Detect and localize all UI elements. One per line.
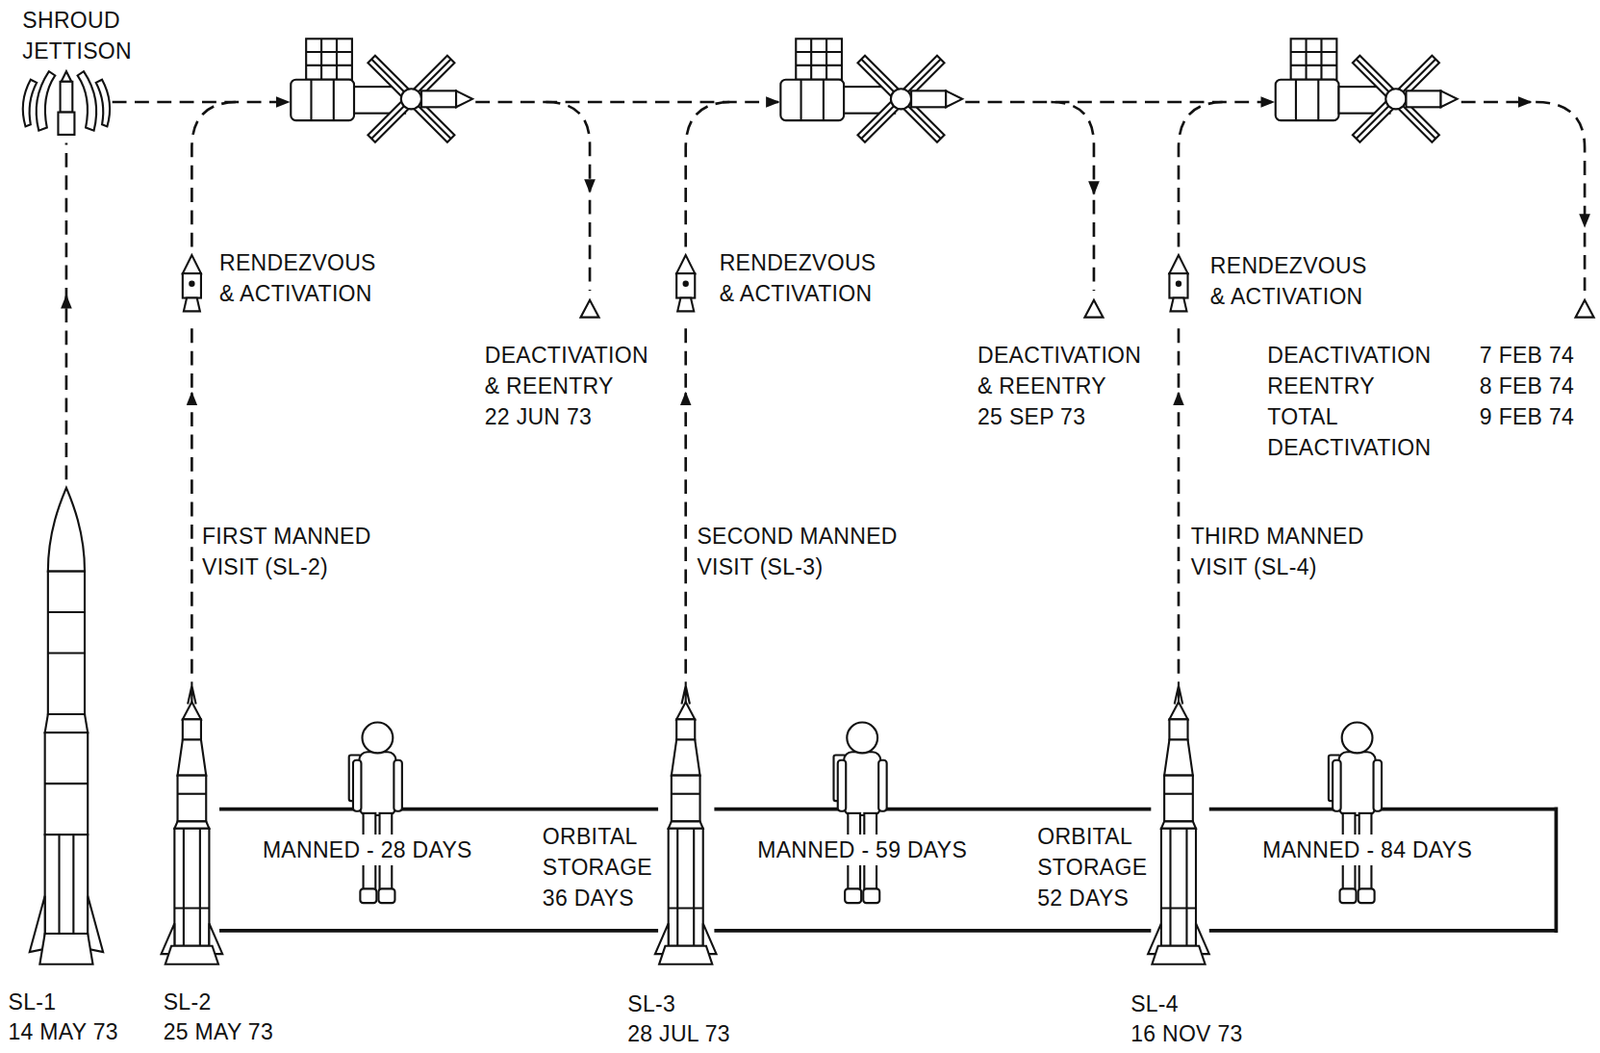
shroud-jettison bbox=[23, 71, 110, 135]
launch-date: 14 MAY 73 bbox=[7, 1015, 118, 1047]
ascent-path bbox=[190, 324, 194, 388]
tank-lines bbox=[59, 834, 75, 934]
timeline-band: MANNED - 28 DAYS ORBITAL STORAGE 36 DAYS M… bbox=[219, 809, 1556, 931]
date-label: 9 FEB 74 bbox=[1479, 401, 1575, 432]
engine-skirt bbox=[39, 933, 93, 965]
flight-path bbox=[475, 101, 779, 104]
flight-path bbox=[65, 142, 69, 302]
descent-path bbox=[1050, 101, 1094, 194]
second-stage bbox=[45, 732, 89, 835]
first-stage bbox=[45, 834, 89, 934]
date-label: 25 SEP 73 bbox=[977, 401, 1086, 432]
event-label: RENDEZVOUS & ACTIVATION bbox=[219, 247, 383, 309]
mission-name: SL-4 bbox=[1130, 988, 1179, 1019]
event-label: DEACTIVATION & REENTRY bbox=[484, 339, 658, 402]
visit-label: FIRST MANNED VISIT (SL-2) bbox=[202, 520, 380, 583]
reentry-capsule bbox=[580, 300, 599, 318]
mission-name: SL-3 bbox=[627, 988, 676, 1019]
table-cell: DEACTIVATION bbox=[1267, 339, 1431, 371]
saturn-ib-rocket bbox=[161, 681, 224, 965]
table-cell: REENTRY bbox=[1267, 370, 1375, 402]
flight-path bbox=[965, 101, 1273, 104]
date-label: 8 FEB 74 bbox=[1479, 370, 1575, 402]
mission-name: SL-1 bbox=[7, 986, 56, 1017]
saturn-ib-rocket bbox=[1147, 681, 1210, 965]
descent-path bbox=[588, 200, 592, 291]
workshop-stage bbox=[48, 571, 85, 714]
manned-period: MANNED - 28 DAYS bbox=[259, 834, 476, 865]
ascent-path bbox=[685, 101, 733, 248]
ascent-path bbox=[1177, 324, 1181, 388]
flight-path bbox=[1461, 101, 1531, 104]
nose bbox=[61, 71, 73, 82]
skylab-station bbox=[1275, 38, 1458, 143]
event-label: RENDEZVOUS & ACTIVATION bbox=[719, 247, 884, 309]
launch-date: 28 JUL 73 bbox=[627, 1017, 731, 1049]
stage-ring bbox=[48, 611, 85, 653]
manned-period: MANNED - 84 DAYS bbox=[1259, 834, 1475, 865]
table-cell: TOTAL DEACTIVATION bbox=[1267, 401, 1440, 463]
flight-paths bbox=[66, 101, 1585, 674]
shroud-petal bbox=[77, 71, 98, 130]
date-label: 22 JUN 73 bbox=[484, 401, 592, 432]
descent-path bbox=[1092, 200, 1096, 291]
descent-path bbox=[1535, 101, 1585, 227]
ascent-path bbox=[1177, 392, 1181, 674]
ascent-path bbox=[684, 324, 687, 388]
date-label: 7 FEB 74 bbox=[1479, 339, 1575, 371]
shroud-petal bbox=[23, 79, 37, 127]
skylab-station bbox=[780, 38, 963, 143]
storage-period: ORBITAL STORAGE 36 DAYS bbox=[539, 820, 661, 914]
ascent-path bbox=[191, 101, 238, 248]
ascent-path bbox=[1178, 101, 1225, 248]
visit-label: SECOND MANNED VISIT (SL-3) bbox=[696, 520, 901, 583]
workshop-stack bbox=[60, 81, 74, 113]
ascent-path bbox=[684, 392, 687, 674]
interstage bbox=[45, 713, 89, 733]
visit-label: THIRD MANNED VISIT (SL-4) bbox=[1191, 520, 1369, 583]
shroud-petal bbox=[36, 71, 56, 130]
reentry-capsule bbox=[1575, 300, 1595, 318]
event-label: RENDEZVOUS & ACTIVATION bbox=[1210, 250, 1374, 312]
saturn-ib-rocket bbox=[655, 681, 717, 965]
shroud-petal bbox=[96, 79, 110, 127]
payload-shroud bbox=[48, 487, 85, 572]
flight-path bbox=[112, 101, 289, 104]
workshop-base bbox=[57, 112, 75, 135]
astronaut-figure bbox=[1328, 722, 1382, 904]
reentry-capsule bbox=[1084, 300, 1103, 318]
mission-name: SL-2 bbox=[163, 986, 212, 1017]
event-label: SHROUD JETTISON bbox=[22, 4, 138, 67]
flight-path bbox=[65, 295, 69, 480]
stage-ring bbox=[45, 782, 89, 785]
astronaut-figure bbox=[349, 722, 403, 904]
saturn-v-rocket bbox=[29, 487, 103, 965]
manned-period: MANNED - 59 DAYS bbox=[754, 834, 970, 865]
descent-path bbox=[1583, 232, 1587, 291]
event-label: DEACTIVATION & REENTRY bbox=[977, 339, 1150, 402]
descent-path bbox=[545, 101, 590, 192]
launch-date: 25 MAY 73 bbox=[163, 1015, 274, 1047]
skylab-station bbox=[290, 38, 473, 143]
astronaut-figure bbox=[833, 722, 887, 904]
csm-icon bbox=[182, 254, 202, 311]
storage-period: ORBITAL STORAGE 52 DAYS bbox=[1034, 820, 1156, 914]
launch-date: 16 NOV 73 bbox=[1130, 1017, 1244, 1049]
ascent-path bbox=[190, 392, 194, 674]
csm-icon bbox=[676, 254, 695, 311]
csm-icon bbox=[1168, 254, 1188, 311]
